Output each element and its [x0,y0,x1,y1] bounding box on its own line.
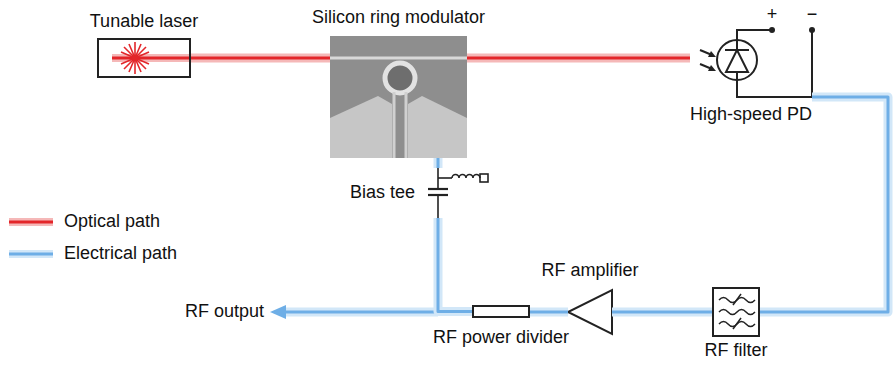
bus-waveguide [330,57,467,60]
electrical-path [612,312,712,313]
node-label: RF amplifier [541,261,638,281]
capacitor-plate [428,188,448,190]
node-label: Tunable laser [90,12,198,32]
output-label: RF output [185,302,264,322]
connector-halo [530,308,568,317]
terminal-dot [809,27,815,33]
laser-symbol [112,42,191,74]
wire-halo [282,308,438,317]
connector-line [612,311,712,314]
optical-path [467,58,690,59]
terminal-sign: − [807,5,818,25]
dc-terminal [480,174,488,182]
chip-ground [330,36,467,158]
node-label: High-speed PD [690,105,812,125]
laser-starburst [119,42,151,74]
photodiode: High-speed PD [690,35,812,97]
rf-amplifier: RF amplifier [568,290,612,334]
legend-text: Optical path [64,212,160,232]
electrical-path [530,312,568,313]
wire [737,30,772,40]
bias-tee: Bias tee [425,168,490,218]
spacer [428,205,436,213]
laser-core [132,55,138,61]
electrode-trace [405,92,408,158]
connector-line [530,311,568,314]
electrical-path [438,158,439,168]
legend-line [9,253,53,256]
terminal-dot [769,27,775,33]
wire [438,177,452,179]
electrode-trace [393,92,396,158]
arrowhead [270,305,286,319]
power-divider: RF power divider [472,305,530,318]
node-label: RF filter [705,341,768,361]
electrode-pad [330,96,392,158]
connector-line [438,218,472,312]
connector-line [760,97,888,312]
legend-line [9,221,53,224]
optical-path [191,58,330,59]
connector-halo [191,54,330,63]
photodiode-symbol [700,30,812,97]
filter-wave [719,310,755,315]
ring-resonator [385,63,415,93]
amplifier-triangle [568,290,612,334]
connector-line [191,57,330,60]
legend-sample [8,244,56,264]
filter-slash [733,318,741,329]
light-arrowhead [708,51,716,57]
connector-halo [467,54,690,63]
laser-beam [112,57,191,60]
connector-halo [760,97,888,312]
wire [811,30,813,97]
filter-slash [733,294,741,305]
filter-symbol [719,294,755,329]
wire [736,40,738,50]
node-label: Bias tee [350,183,415,203]
modulator-micrograph [330,36,467,158]
bias-tee-symbol [428,168,488,218]
connector-line [467,57,690,60]
node-label: RF power divider [433,328,569,348]
legend-line-halo [9,218,53,226]
diode-triangle [726,50,748,72]
wire [737,72,812,97]
electrical-path [438,218,472,312]
electrical-path [760,97,888,312]
wire [282,311,438,314]
legend-line-halo [9,250,53,258]
rf-filter: RF filter [712,287,760,337]
laser-box: Tunable laser [97,38,191,78]
rf-output-arrow [270,305,438,319]
ring-modulator: Silicon ring modulator [330,36,467,158]
legend-text: Electrical path [64,244,177,264]
legend-sample [8,212,56,232]
wire [437,195,439,218]
inductor-coil [452,175,480,179]
connector-line [437,158,440,168]
connector-halo [438,218,472,312]
light-arrowhead [708,65,716,71]
connector-halo [434,158,443,168]
connector-halo [612,308,712,317]
laser-beam-halo [112,54,191,62]
electrode-pad [408,96,467,158]
node-label: Silicon ring modulator [312,8,485,28]
terminal-sign: + [767,5,778,25]
